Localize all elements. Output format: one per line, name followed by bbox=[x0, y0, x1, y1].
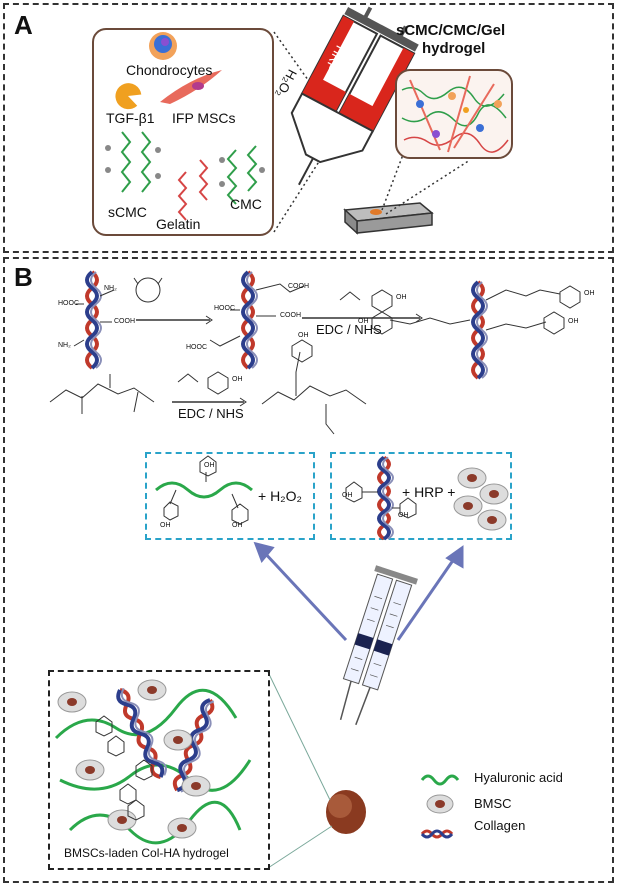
ha-tyramine-box bbox=[145, 452, 315, 540]
dual-syringe-icon bbox=[290, 6, 419, 186]
ha-tyramine-conjugate bbox=[155, 455, 253, 525]
cmc-chain bbox=[226, 145, 258, 205]
h2o2-label: + H₂O₂ bbox=[258, 488, 302, 504]
chem-label-cooh-1: COOH bbox=[114, 318, 135, 325]
chem-label-oh-4: OH bbox=[568, 318, 579, 325]
legend-collagen-icon bbox=[420, 829, 454, 839]
chem-label-hooc-3: HOOC bbox=[186, 344, 207, 351]
panel-a-label: A bbox=[14, 10, 33, 40]
chem-label-cooh-2: COOH bbox=[288, 283, 309, 290]
chem-label-oh-1: OH bbox=[396, 294, 407, 301]
bmsc-cluster bbox=[453, 467, 509, 531]
network-inset bbox=[54, 679, 252, 845]
ifp-label: IFP MSCs bbox=[172, 110, 236, 126]
chondrocytes-label: Chondrocytes bbox=[126, 62, 213, 78]
collagen-helix-box bbox=[377, 455, 395, 541]
panel-a bbox=[3, 3, 614, 253]
dual-syringe-b-icon bbox=[339, 565, 418, 726]
chem-label-oh-9: OH bbox=[232, 522, 243, 529]
reagent-label-1: EDC / NHS bbox=[316, 322, 382, 337]
panel-b bbox=[3, 257, 614, 883]
tgf-label: TGF-β1 bbox=[106, 110, 155, 126]
chem-label-oh-6: OH bbox=[298, 332, 309, 339]
inset-caption: BMSCs-laden Col-HA hydrogel bbox=[64, 846, 229, 860]
hydrogel-title-line1: sCMC/CMC/Gel bbox=[396, 22, 506, 39]
legend-bmsc-icon bbox=[426, 794, 454, 814]
msc-cell-icon bbox=[160, 70, 222, 104]
legend-bmsc-label: BMSC bbox=[474, 796, 512, 811]
print-substrate bbox=[343, 202, 434, 235]
legend-collagen-label: Collagen bbox=[474, 818, 526, 833]
chondrocyte-icon bbox=[149, 32, 177, 60]
chem-label-oh-2: OH bbox=[584, 290, 595, 297]
chem-label-hooc-1: HOOC bbox=[58, 300, 79, 307]
chem-label-oh-7: OH bbox=[204, 462, 215, 469]
legend-hyaluronic-label: Hyaluronic acid bbox=[474, 770, 563, 785]
scmc-label: sCMC bbox=[108, 204, 147, 220]
chem-label-oh-10: OH bbox=[342, 492, 353, 499]
chem-label-nh2-bottom: NH₂ bbox=[58, 342, 71, 349]
chem-label-oh-8: OH bbox=[160, 522, 171, 529]
panel-b-label: B bbox=[14, 262, 33, 292]
chem-label-oh-3: OH bbox=[358, 318, 369, 325]
legend-hyaluronic-icon bbox=[420, 774, 460, 786]
hydrogel-network bbox=[395, 69, 513, 159]
scmc-chain bbox=[120, 131, 152, 193]
components-inset bbox=[92, 28, 274, 236]
gelatin-label: Gelatin bbox=[156, 216, 201, 232]
arrow-right bbox=[396, 545, 464, 641]
reagent-label-2: EDC / NHS bbox=[178, 406, 244, 421]
chem-label-nh2-top: NH₂ bbox=[104, 285, 117, 292]
arrow-left bbox=[253, 541, 348, 642]
chem-label-hooc-2: HOOC bbox=[214, 305, 235, 312]
cmc-label: CMC bbox=[230, 196, 262, 212]
scmc-groups bbox=[105, 145, 161, 179]
chem-label-cooh-3: COOH bbox=[280, 312, 301, 319]
gelatin-chain bbox=[177, 159, 209, 221]
hrp-label: + HRP + bbox=[402, 484, 456, 500]
chem-label-oh-5: OH bbox=[232, 376, 243, 383]
cmc-groups bbox=[219, 157, 265, 187]
collagen-tyramine-box bbox=[330, 452, 512, 540]
tgf-beta-icon bbox=[115, 83, 142, 110]
cartilage-defect-icon bbox=[326, 790, 366, 834]
network-inset-frame bbox=[48, 670, 270, 870]
hydrogel-title-line2: hydrogel bbox=[422, 40, 486, 57]
